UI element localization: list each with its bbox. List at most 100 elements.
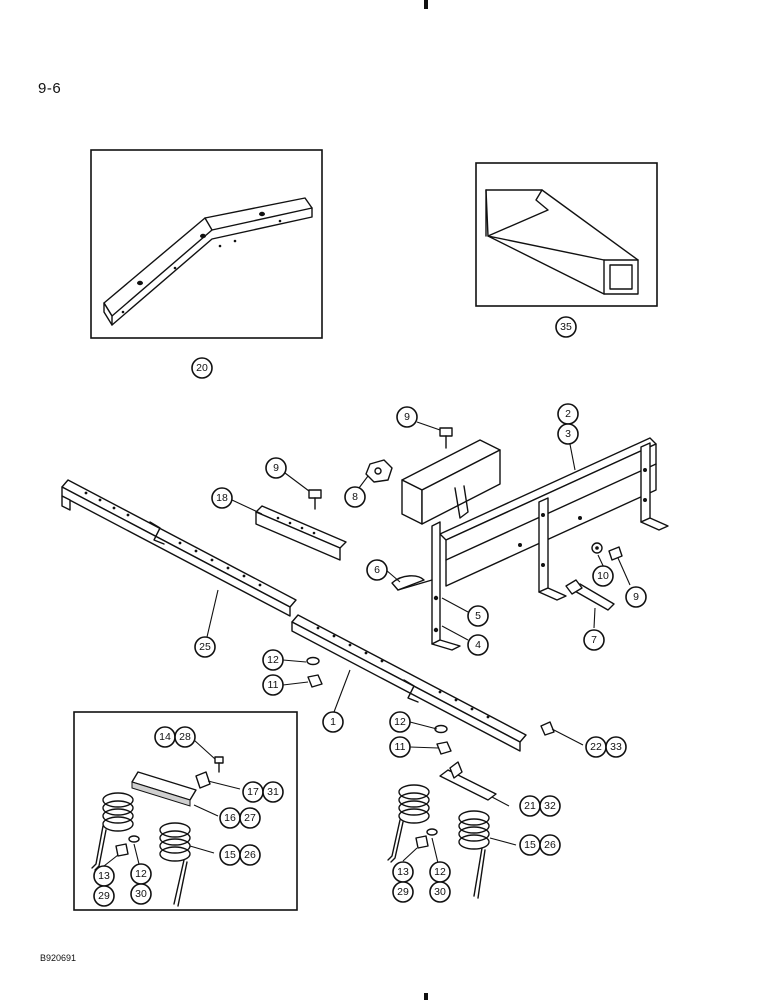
svg-text:11: 11 <box>268 679 279 691</box>
svg-text:13: 13 <box>397 866 409 878</box>
svg-text:14: 14 <box>159 731 171 743</box>
washer-12-d <box>426 828 438 836</box>
callout-13-a: 13 <box>93 865 115 887</box>
main-frame-assembly <box>401 437 669 651</box>
inset-square-tube <box>475 162 658 307</box>
callout-27: 27 <box>239 807 261 829</box>
callout-28: 28 <box>174 726 196 748</box>
bracket-18 <box>255 505 347 561</box>
callout-30-a: 30 <box>130 883 152 905</box>
registration-mark-top <box>424 0 428 9</box>
callout-5: 5 <box>467 605 489 627</box>
svg-text:12: 12 <box>434 866 446 878</box>
callout-12-a: 12 <box>262 649 284 671</box>
callout-18: 18 <box>211 487 233 509</box>
callout-10: 10 <box>592 565 614 587</box>
svg-text:1: 1 <box>330 716 336 728</box>
nut-13-b <box>415 835 429 849</box>
callout-29-b: 29 <box>392 881 414 903</box>
washer-10 <box>591 542 603 554</box>
svg-text:35: 35 <box>560 321 572 333</box>
bolt-9-right <box>608 546 623 561</box>
callout-12-b: 12 <box>389 711 411 733</box>
callout-11-a: 11 <box>262 674 284 696</box>
callout-1: 1 <box>322 711 344 733</box>
callout-30-b: 30 <box>429 881 451 903</box>
coil-spring-right <box>387 784 490 899</box>
svg-text:6: 6 <box>374 564 380 576</box>
coil-spring-tooth-icon <box>91 771 197 907</box>
callout-25: 25 <box>194 636 216 658</box>
callout-3: 3 <box>557 423 579 445</box>
svg-text:29: 29 <box>397 886 409 898</box>
svg-text:17: 17 <box>247 786 259 798</box>
svg-text:25: 25 <box>199 641 211 653</box>
svg-text:30: 30 <box>434 886 446 898</box>
callout-26-a: 26 <box>239 844 261 866</box>
callout-20: 20 <box>191 357 213 379</box>
nut-13-a <box>115 843 129 857</box>
callout-2: 2 <box>557 403 579 425</box>
svg-text:11: 11 <box>395 741 406 753</box>
callout-15-b: 15 <box>519 834 541 856</box>
svg-text:3: 3 <box>565 428 571 440</box>
callout-33: 33 <box>605 736 627 758</box>
svg-text:9: 9 <box>404 411 410 423</box>
callout-4: 4 <box>467 634 489 656</box>
callout-12-d: 12 <box>429 861 451 883</box>
bolt-9-upper <box>439 427 453 449</box>
bolt-14 <box>214 756 224 773</box>
callout-21: 21 <box>519 795 541 817</box>
clamp-21 <box>439 761 497 801</box>
pin-6 <box>391 575 433 591</box>
callout-32: 32 <box>539 795 561 817</box>
spacer-17 <box>195 771 211 789</box>
svg-text:5: 5 <box>475 610 481 622</box>
tine-bar-25 <box>61 479 297 617</box>
callout-22: 22 <box>585 736 607 758</box>
callout-14: 14 <box>154 726 176 748</box>
svg-text:12: 12 <box>135 868 147 880</box>
callout-9-mid: 9 <box>265 457 287 479</box>
svg-text:21: 21 <box>524 800 536 812</box>
inset-corner-bracket <box>90 149 323 339</box>
svg-text:27: 27 <box>244 812 256 824</box>
washer-12-a <box>306 656 320 666</box>
callout-12-c: 12 <box>130 863 152 885</box>
svg-text:26: 26 <box>544 839 556 851</box>
callout-17: 17 <box>242 781 264 803</box>
callout-9-right: 9 <box>625 586 647 608</box>
callout-35: 35 <box>555 316 577 338</box>
callout-29-a: 29 <box>93 885 115 907</box>
svg-text:20: 20 <box>196 362 208 374</box>
leader-lines <box>103 421 631 867</box>
figure-code: B920691 <box>40 953 77 963</box>
callout-7: 7 <box>583 629 605 651</box>
callout-31: 31 <box>262 781 284 803</box>
svg-text:22: 22 <box>590 741 602 753</box>
svg-text:13: 13 <box>98 870 110 882</box>
page-number: 9-6 <box>38 80 62 97</box>
corner-bracket-icon <box>103 197 313 326</box>
callout-8: 8 <box>344 486 366 508</box>
svg-text:32: 32 <box>544 800 556 812</box>
callout-16: 16 <box>219 807 241 829</box>
svg-text:16: 16 <box>224 812 236 824</box>
tine-bar-1 <box>291 614 527 752</box>
callout-13-b: 13 <box>392 861 414 883</box>
svg-text:28: 28 <box>179 731 191 743</box>
callout-11-b: 11 <box>389 736 411 758</box>
svg-text:7: 7 <box>591 634 597 646</box>
svg-text:4: 4 <box>475 639 481 651</box>
callout-26-b: 26 <box>539 834 561 856</box>
svg-text:9: 9 <box>633 591 639 603</box>
washer-12-c <box>128 835 140 843</box>
svg-text:12: 12 <box>394 716 406 728</box>
inset-spring-left <box>73 711 298 911</box>
callout-6: 6 <box>366 559 388 581</box>
svg-text:9: 9 <box>273 462 279 474</box>
svg-text:2: 2 <box>565 408 571 420</box>
nut-8 <box>365 459 393 483</box>
callout-9-upper: 9 <box>396 406 418 428</box>
